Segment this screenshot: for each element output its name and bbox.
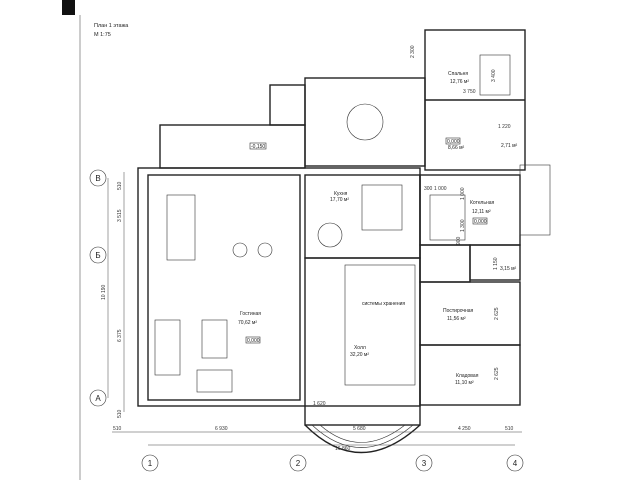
dim-inner: 1 300 — [460, 219, 466, 232]
dim-left: 6 375 — [117, 329, 123, 342]
dim-inner: 3 750 — [463, 89, 476, 95]
level-mark — [445, 137, 461, 145]
dim-bottom: 510 — [505, 426, 514, 432]
bath-area: 2,71 м² — [501, 143, 518, 149]
dim-inner: 2 625 — [494, 307, 500, 320]
title-block-mark — [62, 0, 75, 15]
axis-3: 3 — [422, 459, 427, 468]
bedroom-name: Спальня — [448, 71, 468, 77]
dim-inner: 300 — [424, 186, 433, 192]
level-mark — [472, 217, 488, 225]
dim-bottom: 5 680 — [353, 426, 366, 432]
kitchen-name: Кухня — [334, 191, 348, 197]
axis-a: А — [95, 394, 101, 403]
dimension-lines: 510 6 930 5 680 4 250 510 16 860 510 3 5… — [101, 45, 522, 452]
dim-inner: 1 000 — [460, 187, 466, 200]
axis-2: 2 — [296, 459, 301, 468]
hall-name: Холл — [354, 345, 366, 351]
dim-left: 510 — [117, 409, 123, 418]
dim-inner: 1 150 — [493, 257, 499, 270]
hall-area: 32,20 м² — [350, 352, 369, 358]
boiler-level: 0,000 — [474, 219, 487, 225]
kitchen-area: 17,70 м² — [330, 197, 349, 203]
boiler-area: 12,11 м² — [472, 209, 491, 215]
bedroom-area: 12,76 м² — [450, 79, 469, 85]
dim-inner: 1 220 — [498, 124, 511, 130]
dim-inner: 2 300 — [410, 45, 416, 58]
axis-1: 1 — [148, 459, 153, 468]
plan-title: План 1 этажа — [94, 23, 129, 29]
wc-area: 3,15 м² — [500, 266, 517, 272]
dim-inner: 900 — [456, 236, 462, 245]
dim-inner: 1 000 — [434, 186, 447, 192]
pantry-area: 11,10 м² — [455, 380, 474, 386]
dim-total-left: 10 190 — [101, 284, 107, 300]
dim-bottom: 6 930 — [215, 426, 228, 432]
axis-v: В — [95, 174, 100, 183]
laundry-area: 11,56 м² — [447, 316, 466, 322]
furniture — [154, 54, 511, 393]
dim-inner: 2 625 — [494, 367, 500, 380]
corridor-area: 8,66 м² — [448, 145, 465, 151]
dim-bottom: 510 — [113, 426, 122, 432]
plan-scale: М 1:75 — [94, 32, 111, 38]
level-mark — [245, 336, 261, 344]
corridor-level: 0,000 — [447, 139, 460, 145]
living-level: 0,000 — [247, 338, 260, 344]
dim-total-bottom: 16 860 — [335, 446, 351, 452]
hall-storage: системы хранения — [362, 301, 405, 307]
terrace-level: -0,150 — [251, 144, 265, 150]
living-area: 70,62 м² — [238, 320, 257, 326]
room-labels: Гостиная 70,62 м² 0,000 Кухня 17,70 м² с… — [238, 71, 518, 386]
walls — [137, 29, 551, 454]
boiler-name: Котельная — [470, 200, 494, 206]
laundry-name: Постирочная — [443, 308, 474, 314]
pantry-name: Кладовая — [456, 373, 479, 379]
dim-bottom: 4 250 — [458, 426, 471, 432]
axis-4: 4 — [513, 459, 518, 468]
living-name: Гостиная — [240, 311, 261, 317]
axis-b: Б — [95, 251, 100, 260]
dim-left: 510 — [117, 181, 123, 190]
dim-inner: 1 620 — [313, 401, 326, 407]
dim-left: 3 515 — [117, 209, 123, 222]
level-mark — [249, 142, 267, 150]
axis-markers: 1 2 3 4 А Б В — [89, 169, 524, 472]
dim-inner: 3 400 — [491, 69, 497, 82]
